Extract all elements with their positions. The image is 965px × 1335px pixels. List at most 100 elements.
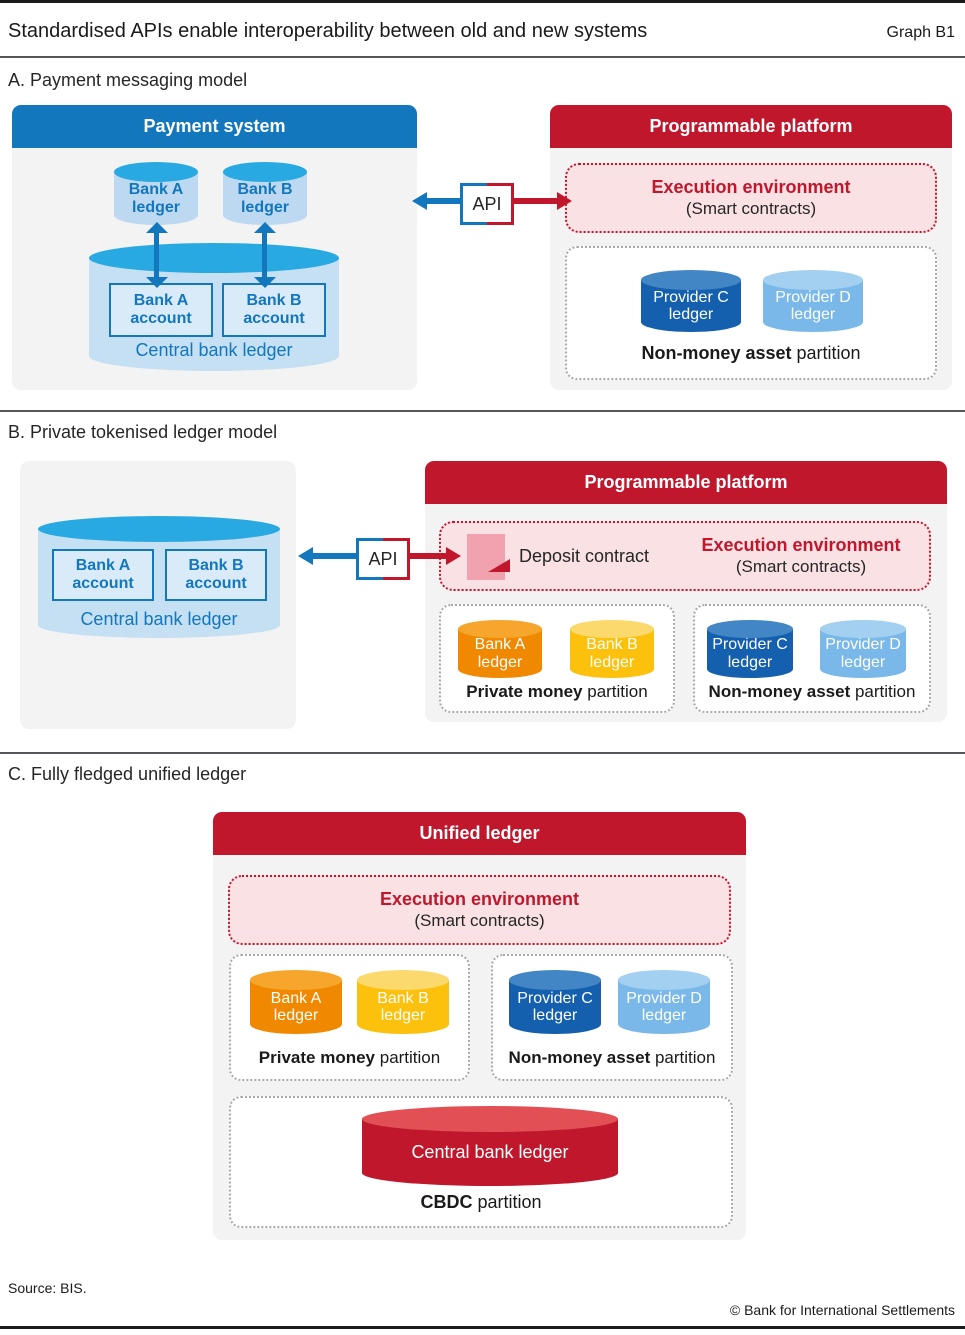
section-divider <box>0 410 965 412</box>
payment-system-header: Payment system <box>12 105 417 148</box>
cylinder-top <box>707 620 793 638</box>
provider-d-ledger-cylinder: Provider D ledger <box>618 970 710 1034</box>
panel-c-heading: C. Fully fledged unified ledger <box>8 764 247 784</box>
non-money-partition-box: Provider C ledger Provider D ledger Non-… <box>491 954 733 1081</box>
source-note: Source: BIS. <box>8 1280 87 1296</box>
bank-a-link-arrow <box>146 222 168 288</box>
bank-b-ledger-label: Bank B ledger <box>237 181 293 216</box>
programmable-platform-title: Programmable platform <box>584 472 788 492</box>
red-arrow-shaft <box>508 198 557 204</box>
bank-a-account-box: Bank A account <box>52 549 154 601</box>
execution-environment-label: Execution environment <box>701 535 901 555</box>
unified-ledger-box: Unified ledger Execution environment (Sm… <box>213 812 746 1240</box>
non-money-partition-box: Provider C ledger Provider D ledger Non-… <box>565 246 937 380</box>
unified-ledger-header: Unified ledger <box>213 812 746 855</box>
api-label: API <box>368 548 398 569</box>
smart-contracts-label: (Smart contracts) <box>414 910 545 930</box>
programmable-platform-header: Programmable platform <box>425 461 947 504</box>
programmable-platform-box-a: Programmable platform Execution environm… <box>550 105 952 390</box>
provider-c-ledger-label: Provider C ledger <box>517 989 593 1024</box>
central-bank-box: Bank A account Bank B account Central ba… <box>20 461 296 729</box>
central-bank-ledger-cylinder: Bank A account Bank B account Central ba… <box>89 243 339 371</box>
bank-b-account-label: Bank B account <box>243 291 305 327</box>
provider-d-ledger-cylinder: Provider D ledger <box>763 270 863 332</box>
panel-a-heading: A. Payment messaging model <box>8 70 248 90</box>
graph-number: Graph B1 <box>886 24 955 41</box>
arrow-left-icon <box>412 192 427 210</box>
non-money-partition-label: Non-money asset partition <box>508 1048 716 1067</box>
private-money-partition-box: Bank A ledger Bank B ledger Private mone… <box>229 954 470 1081</box>
cylinder-top <box>89 243 339 273</box>
cbdc-partition-box: Central bank ledger CBDC partition <box>229 1096 733 1228</box>
execution-environment-label: Execution environment <box>379 889 580 909</box>
execution-environment-box: Deposit contract Execution environment (… <box>439 521 931 591</box>
deposit-contract-icon <box>467 534 510 580</box>
cylinder-top <box>570 620 654 638</box>
bank-b-account-box: Bank B account <box>165 549 267 601</box>
cylinder-top <box>223 162 307 182</box>
bank-b-ledger-label: Bank B ledger <box>377 989 429 1024</box>
provider-c-ledger-cylinder: Provider C ledger <box>509 970 601 1034</box>
non-money-partition-label: Non-money asset partition <box>641 343 861 363</box>
central-bank-ledger-label: Central bank ledger <box>80 609 238 629</box>
central-bank-ledger-label: Central bank ledger <box>135 340 293 360</box>
bank-b-account-label: Bank B account <box>185 556 247 592</box>
bank-b-link-arrow <box>254 222 276 288</box>
arrow-right-icon <box>557 192 572 210</box>
bank-a-account-box: Bank A account <box>109 283 213 337</box>
top-rule <box>0 0 965 3</box>
cylinder-top <box>820 620 906 638</box>
bank-b-ledger-cylinder: Bank B ledger <box>570 620 654 678</box>
section-divider <box>0 752 965 754</box>
provider-c-ledger-label: Provider C ledger <box>712 636 788 671</box>
bank-a-ledger-cylinder: Bank A ledger <box>458 620 542 678</box>
provider-d-ledger-label: Provider D ledger <box>775 288 851 323</box>
blue-arrow-shaft <box>426 198 460 204</box>
provider-d-ledger-label: Provider D ledger <box>626 989 702 1024</box>
api-box-a: API <box>460 183 514 225</box>
title-divider <box>0 56 965 58</box>
arrow-left-icon <box>298 547 313 565</box>
cylinder-top <box>114 162 198 182</box>
arrow-down-icon <box>146 277 168 288</box>
api-box-b: API <box>356 538 410 580</box>
bottom-rule <box>0 1326 965 1329</box>
programmable-platform-header: Programmable platform <box>550 105 952 148</box>
bank-b-ledger-label: Bank B ledger <box>586 636 638 671</box>
private-money-partition-box: Bank A ledger Bank B ledger Private mone… <box>439 604 675 713</box>
bank-a-ledger-cylinder: Bank A ledger <box>250 970 342 1034</box>
central-bank-ledger-cylinder: Bank A account Bank B account Central ba… <box>38 516 280 638</box>
bank-b-ledger-cylinder: Bank B ledger <box>357 970 449 1034</box>
arrow-down-icon <box>254 277 276 288</box>
blue-arrow-shaft <box>312 553 356 559</box>
arrow-right-icon <box>446 547 461 565</box>
red-arrow-shaft <box>404 553 446 559</box>
arrow-up-icon <box>254 222 276 233</box>
payment-system-title: Payment system <box>143 116 286 136</box>
provider-d-ledger-cylinder: Provider D ledger <box>820 620 906 678</box>
bank-a-ledger-label: Bank A ledger <box>474 636 526 671</box>
payment-system-box: Payment system Bank A ledger Bank B ledg… <box>12 105 417 390</box>
bank-a-ledger-label: Bank A ledger <box>128 181 184 216</box>
cylinder-top <box>458 620 542 638</box>
cylinder-top <box>362 1106 618 1132</box>
provider-d-ledger-label: Provider D ledger <box>825 636 901 671</box>
unified-ledger-title: Unified ledger <box>419 823 540 843</box>
smart-contracts-label: (Smart contracts) <box>685 198 817 218</box>
bank-a-account-label: Bank A account <box>72 556 134 592</box>
non-money-partition-box: Provider C ledger Provider D ledger Non-… <box>693 604 931 713</box>
bank-a-ledger-label: Bank A ledger <box>270 989 322 1024</box>
cylinder-top <box>250 970 342 990</box>
private-money-partition-label: Private money partition <box>466 682 648 701</box>
cylinder-top <box>641 270 741 290</box>
execution-environment-box: Execution environment (Smart contracts) <box>565 163 937 233</box>
provider-c-ledger-label: Provider C ledger <box>653 288 729 323</box>
cylinder-top <box>618 970 710 990</box>
programmable-platform-title: Programmable platform <box>649 116 853 136</box>
central-bank-ledger-label: Central bank ledger <box>411 1141 569 1162</box>
copyright-note: © Bank for International Settlements <box>729 1302 955 1318</box>
deposit-contract-label: Deposit contract <box>519 545 650 566</box>
smart-contracts-label: (Smart contracts) <box>735 556 867 576</box>
bank-a-account-label: Bank A account <box>130 291 192 327</box>
